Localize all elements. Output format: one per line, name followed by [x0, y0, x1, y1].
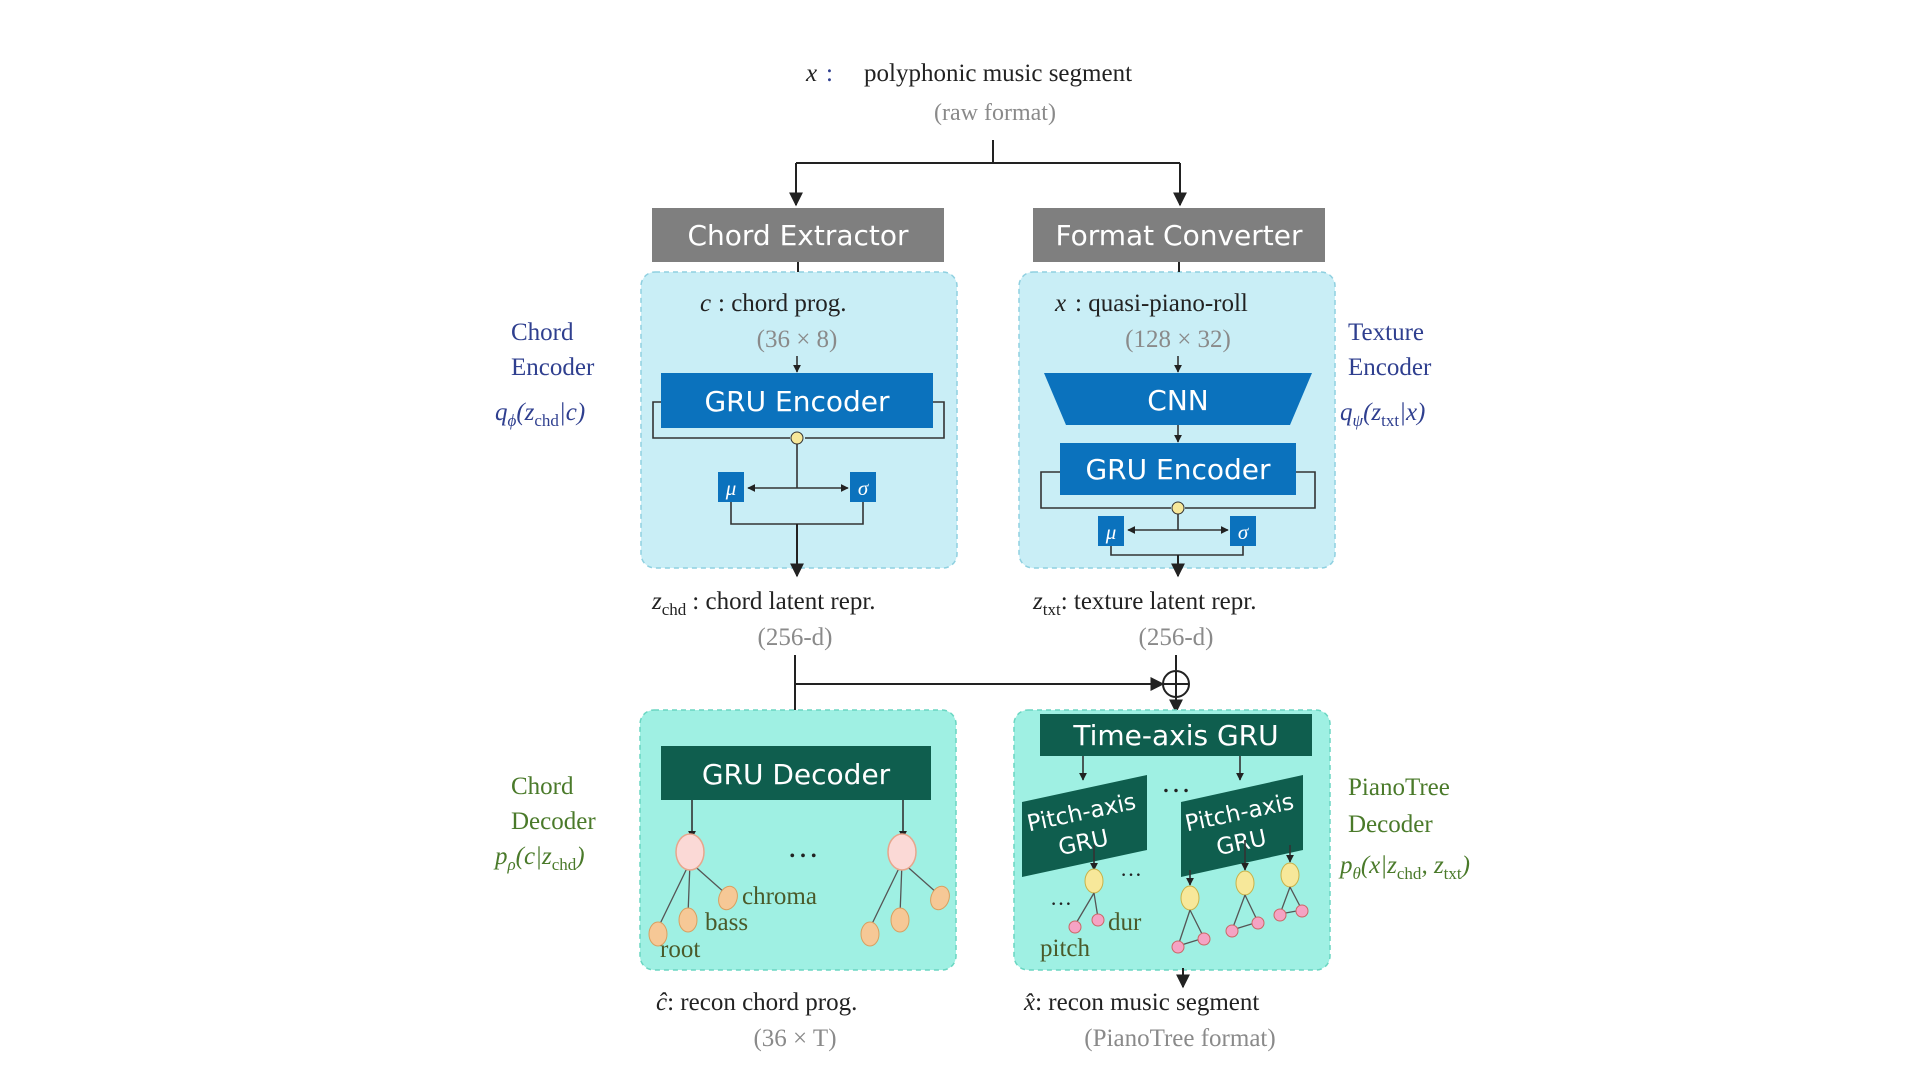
chord-tree-left: [648, 833, 738, 947]
chord-output-label: ĉ: recon chord prog. (36 × T): [656, 989, 857, 1052]
input-label: x : polyphonic music segment (raw format…: [805, 60, 1132, 126]
chord-latent-symbol: z: [651, 588, 662, 615]
texture-gru-encoder-block: [1060, 443, 1296, 495]
format-converter-box: Format Converter: [1033, 208, 1325, 262]
chord-input-symbol: c: [700, 290, 711, 317]
pitch-trees-right: [1171, 840, 1309, 954]
format-converter-label: Format Converter: [1055, 219, 1303, 252]
input-split-arrows: [789, 140, 1187, 207]
chord-gru-encoder-label: GRU Encoder: [704, 385, 890, 418]
chord-extractor-label: Chord Extractor: [687, 219, 909, 252]
texture-latent-text: : texture latent repr.: [1061, 588, 1257, 615]
chord-encoder-side-label: Chord Encoder qϕ(zchd|c): [495, 319, 595, 430]
chord-decoder-side-label: Chord Decoder pρ(c|zchd): [493, 773, 596, 874]
texture-latent-label: ztxt: texture latent repr. (256-d): [1032, 588, 1256, 651]
cnn-block: [1044, 373, 1312, 425]
dur-label: dur: [1108, 909, 1142, 936]
chord-tree-right: [860, 833, 950, 947]
chord-latent-sub: chd: [662, 600, 687, 619]
chord-decoder-formula: pρ(c|zchd): [493, 843, 585, 874]
pitch-axis-gru-right: Pitch-axis GRU: [1181, 775, 1303, 877]
chord-encoder-formula: qϕ(zchd|c): [495, 399, 585, 430]
svg-text:zchd: chord latent repr.: zchd : chord latent repr.: [651, 588, 876, 619]
pianotree-top-ellipsis: …: [1161, 766, 1191, 799]
svg-text:x̂: recon music segment: x̂: recon music segment: [1023, 989, 1259, 1016]
chord-decoder-label-line2: Decoder: [511, 808, 596, 835]
texture-input-symbol: x: [1054, 290, 1066, 317]
chord-gru-decoder-block: [661, 746, 931, 800]
chord-input-dim: (36 × 8): [757, 326, 838, 353]
chord-output-symbol: ĉ: [656, 989, 668, 1016]
music-output-symbol: x̂: [1023, 989, 1035, 1016]
chord-gru-decoder-label: GRU Decoder: [702, 758, 891, 791]
pianotree-decoder-label-line2: Decoder: [1348, 811, 1433, 838]
pianotree-decoder-side-label: PianoTree Decoder pθ(x|zchd, ztxt): [1338, 774, 1470, 883]
texture-latent-sub: txt: [1043, 600, 1061, 619]
chord-latent-text: : chord latent repr.: [692, 588, 875, 615]
chord-extractor-box: Chord Extractor: [652, 208, 944, 262]
chroma-label: chroma: [742, 883, 817, 910]
svg-text:ztxt: texture latent repr.: ztxt: texture latent repr.: [1032, 588, 1256, 619]
music-output-label: x̂: recon music segment (PianoTree forma…: [1023, 989, 1276, 1052]
chord-sigma-label: σ: [858, 476, 870, 500]
bass-label: bass: [705, 909, 748, 936]
texture-mu-label: μ: [1105, 520, 1117, 544]
texture-encoder-side-label: Texture Encoder qψ(ztxt|x): [1340, 319, 1432, 430]
pitch-tree-left: … …: [1050, 845, 1142, 934]
chord-output-dim: (36 × T): [753, 1025, 836, 1052]
chord-latent-dim: (256-d): [758, 624, 833, 651]
pianotree-decoder-label-line1: PianoTree: [1348, 774, 1450, 801]
input-symbol: x: [805, 60, 817, 87]
texture-encoder-formula: qψ(ztxt|x): [1340, 399, 1425, 430]
texture-latent-dim: (256-d): [1139, 624, 1214, 651]
latent-routing: [788, 655, 1190, 744]
texture-sigma-block: [1230, 516, 1256, 546]
cnn-label: CNN: [1147, 384, 1208, 417]
texture-encoder-panel: x : quasi-piano-roll (128 × 32) CNN GRU …: [1018, 262, 1336, 578]
texture-encoder-label-line1: Texture: [1348, 319, 1424, 346]
chord-output-text: : recon chord prog.: [667, 989, 857, 1016]
texture-gru-encoder-label: GRU Encoder: [1085, 453, 1271, 486]
pitch-tree-left-ellipsis: …: [1050, 885, 1072, 910]
pitch-tree-mid-ellipsis: …: [1120, 856, 1142, 881]
music-output-text: : recon music segment: [1035, 989, 1259, 1016]
chord-mu-label: μ: [725, 476, 737, 500]
chord-input-text: : chord prog.: [718, 290, 846, 317]
time-axis-gru-block: [1040, 714, 1312, 756]
texture-mu-block: [1098, 516, 1124, 546]
root-label: root: [660, 936, 700, 963]
chord-encoder-label-line1: Chord: [511, 319, 574, 346]
music-output-dim: (PianoTree format): [1084, 1025, 1275, 1052]
svg-text:ĉ: recon chord prog.: ĉ: recon chord prog.: [656, 989, 857, 1016]
chord-encoder-panel: c : chord prog. (36 × 8) GRU Encoder μ σ: [640, 262, 958, 578]
texture-input-dim: (128 × 32): [1125, 326, 1231, 353]
chord-sigma-block: [850, 472, 876, 502]
pitch-axis-gru-left: Pitch-axis GRU: [1022, 775, 1147, 877]
chord-encoder-label-line2: Encoder: [511, 354, 595, 381]
pianotree-decoder-panel: Time-axis GRU … Pitch-axis GRU Pitch-axi…: [1013, 709, 1331, 989]
texture-latent-symbol: z: [1032, 588, 1043, 615]
chord-decoder-panel: GRU Decoder … chroma bass root: [639, 709, 957, 971]
texture-encoder-label-line2: Encoder: [1348, 354, 1432, 381]
input-subtitle: (raw format): [934, 100, 1056, 126]
pitch-label: pitch: [1040, 935, 1090, 962]
texture-sigma-label: σ: [1238, 520, 1250, 544]
time-axis-gru-label: Time-axis GRU: [1072, 719, 1278, 752]
input-colon: :: [826, 60, 833, 87]
chord-decoder-ellipsis: …: [787, 828, 819, 864]
chord-latent-label: zchd : chord latent repr. (256-d): [651, 588, 876, 651]
texture-input-text: : quasi-piano-roll: [1075, 290, 1248, 317]
input-title: polyphonic music segment: [864, 60, 1132, 87]
chord-decoder-label-line1: Chord: [511, 773, 574, 800]
chord-mu-block: [718, 472, 744, 502]
chord-gru-encoder-block: [661, 373, 933, 428]
pianotree-decoder-formula: pθ(x|zchd, ztxt): [1338, 852, 1470, 883]
